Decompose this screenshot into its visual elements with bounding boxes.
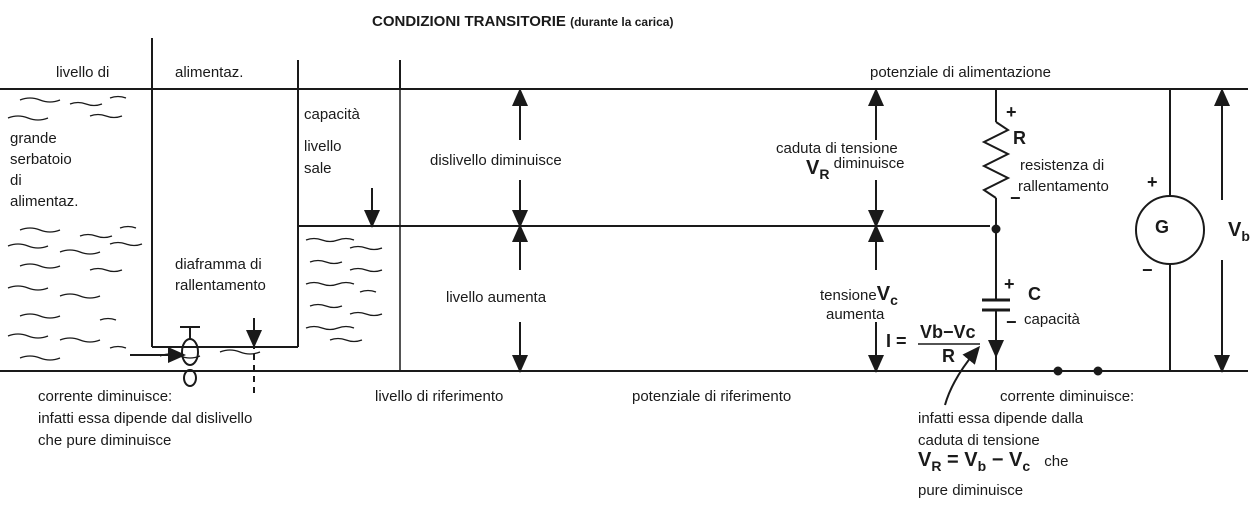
generator-minus: − bbox=[1142, 260, 1153, 280]
voltage-drop-symbol: VR diminuisce bbox=[806, 155, 905, 182]
electric-current-note-2: infatti essa dipende dalla bbox=[918, 410, 1084, 427]
supply-potential-label: potenziale di alimentazione bbox=[870, 64, 1051, 81]
diaphragm-label-1: diaframma di bbox=[175, 256, 262, 273]
vc-label: tensioneVc bbox=[820, 283, 898, 308]
capacity-label-3: sale bbox=[304, 160, 332, 177]
vc-state-label: aumenta bbox=[826, 306, 885, 323]
reservoir-label-3: di bbox=[10, 172, 22, 189]
capacitor-minus: − bbox=[1006, 312, 1017, 332]
reservoir-label-2: serbatoio bbox=[10, 151, 72, 168]
vb-symbol: Vb bbox=[1228, 219, 1250, 244]
resistor-symbol: R bbox=[1013, 128, 1026, 148]
generator bbox=[1135, 195, 1205, 265]
voltage-drop-label: caduta di tensione bbox=[776, 140, 898, 157]
resistor bbox=[981, 121, 1011, 199]
capacitor-plus: + bbox=[1004, 274, 1015, 294]
electric-current-note-1: corrente diminuisce: bbox=[1000, 388, 1135, 405]
hydraulic-current-note-1: corrente diminuisce: bbox=[38, 388, 173, 405]
capacitor-label: capacità bbox=[1024, 311, 1080, 328]
electric-final-note: pure diminuisce bbox=[918, 482, 1024, 499]
level-difference-label: dislivello diminuisce bbox=[430, 152, 562, 169]
reference-potential-label: potenziale di riferimento bbox=[632, 388, 792, 405]
generator-plus: + bbox=[1147, 172, 1158, 192]
diagram-title: CONDIZIONI TRANSITORIE (durante la caric… bbox=[372, 13, 674, 30]
current-formula-lhs: I = bbox=[886, 331, 907, 351]
resistor-label-2: rallentamento bbox=[1018, 178, 1109, 195]
capacitor-symbol: C bbox=[1028, 284, 1041, 304]
node-bottom-2 bbox=[1093, 366, 1103, 376]
diaphragm-label-2: rallentamento bbox=[175, 277, 266, 294]
capacity-water bbox=[305, 237, 383, 343]
level-rises-label: livello aumenta bbox=[446, 289, 547, 306]
node-mid bbox=[991, 224, 1001, 234]
hydraulic-current-note-2: infatti essa dipende dal dislivello bbox=[38, 410, 253, 427]
reservoir-label-4: alimentaz. bbox=[10, 193, 79, 210]
resistor-label-1: resistenza di bbox=[1020, 157, 1105, 174]
reference-level-label: livello di riferimento bbox=[375, 388, 504, 405]
node-bottom-1 bbox=[1053, 366, 1063, 376]
resistor-minus: − bbox=[1010, 188, 1021, 208]
hydraulic-current-note-3: che pure diminuisce bbox=[38, 432, 172, 449]
reservoir-water bbox=[7, 95, 261, 361]
supply-level-label: livello di bbox=[56, 64, 110, 81]
capacity-label-1: capacità bbox=[304, 106, 360, 123]
reservoir-label-1: grande bbox=[10, 130, 57, 147]
voltage-equation: VR = Vb − Vc che bbox=[918, 449, 1069, 474]
resistor-plus: + bbox=[1006, 102, 1017, 122]
supply-level-label-2: alimentaz. bbox=[175, 64, 244, 81]
electric-current-note-3: caduta di tensione bbox=[918, 432, 1040, 449]
valve bbox=[180, 326, 200, 387]
generator-symbol: G bbox=[1155, 217, 1170, 237]
current-formula-denominator: R bbox=[942, 346, 955, 366]
pointer-arrow bbox=[944, 345, 981, 406]
capacity-label-2: livello bbox=[304, 138, 342, 155]
current-formula-numerator: Vb−Vc bbox=[920, 322, 976, 342]
